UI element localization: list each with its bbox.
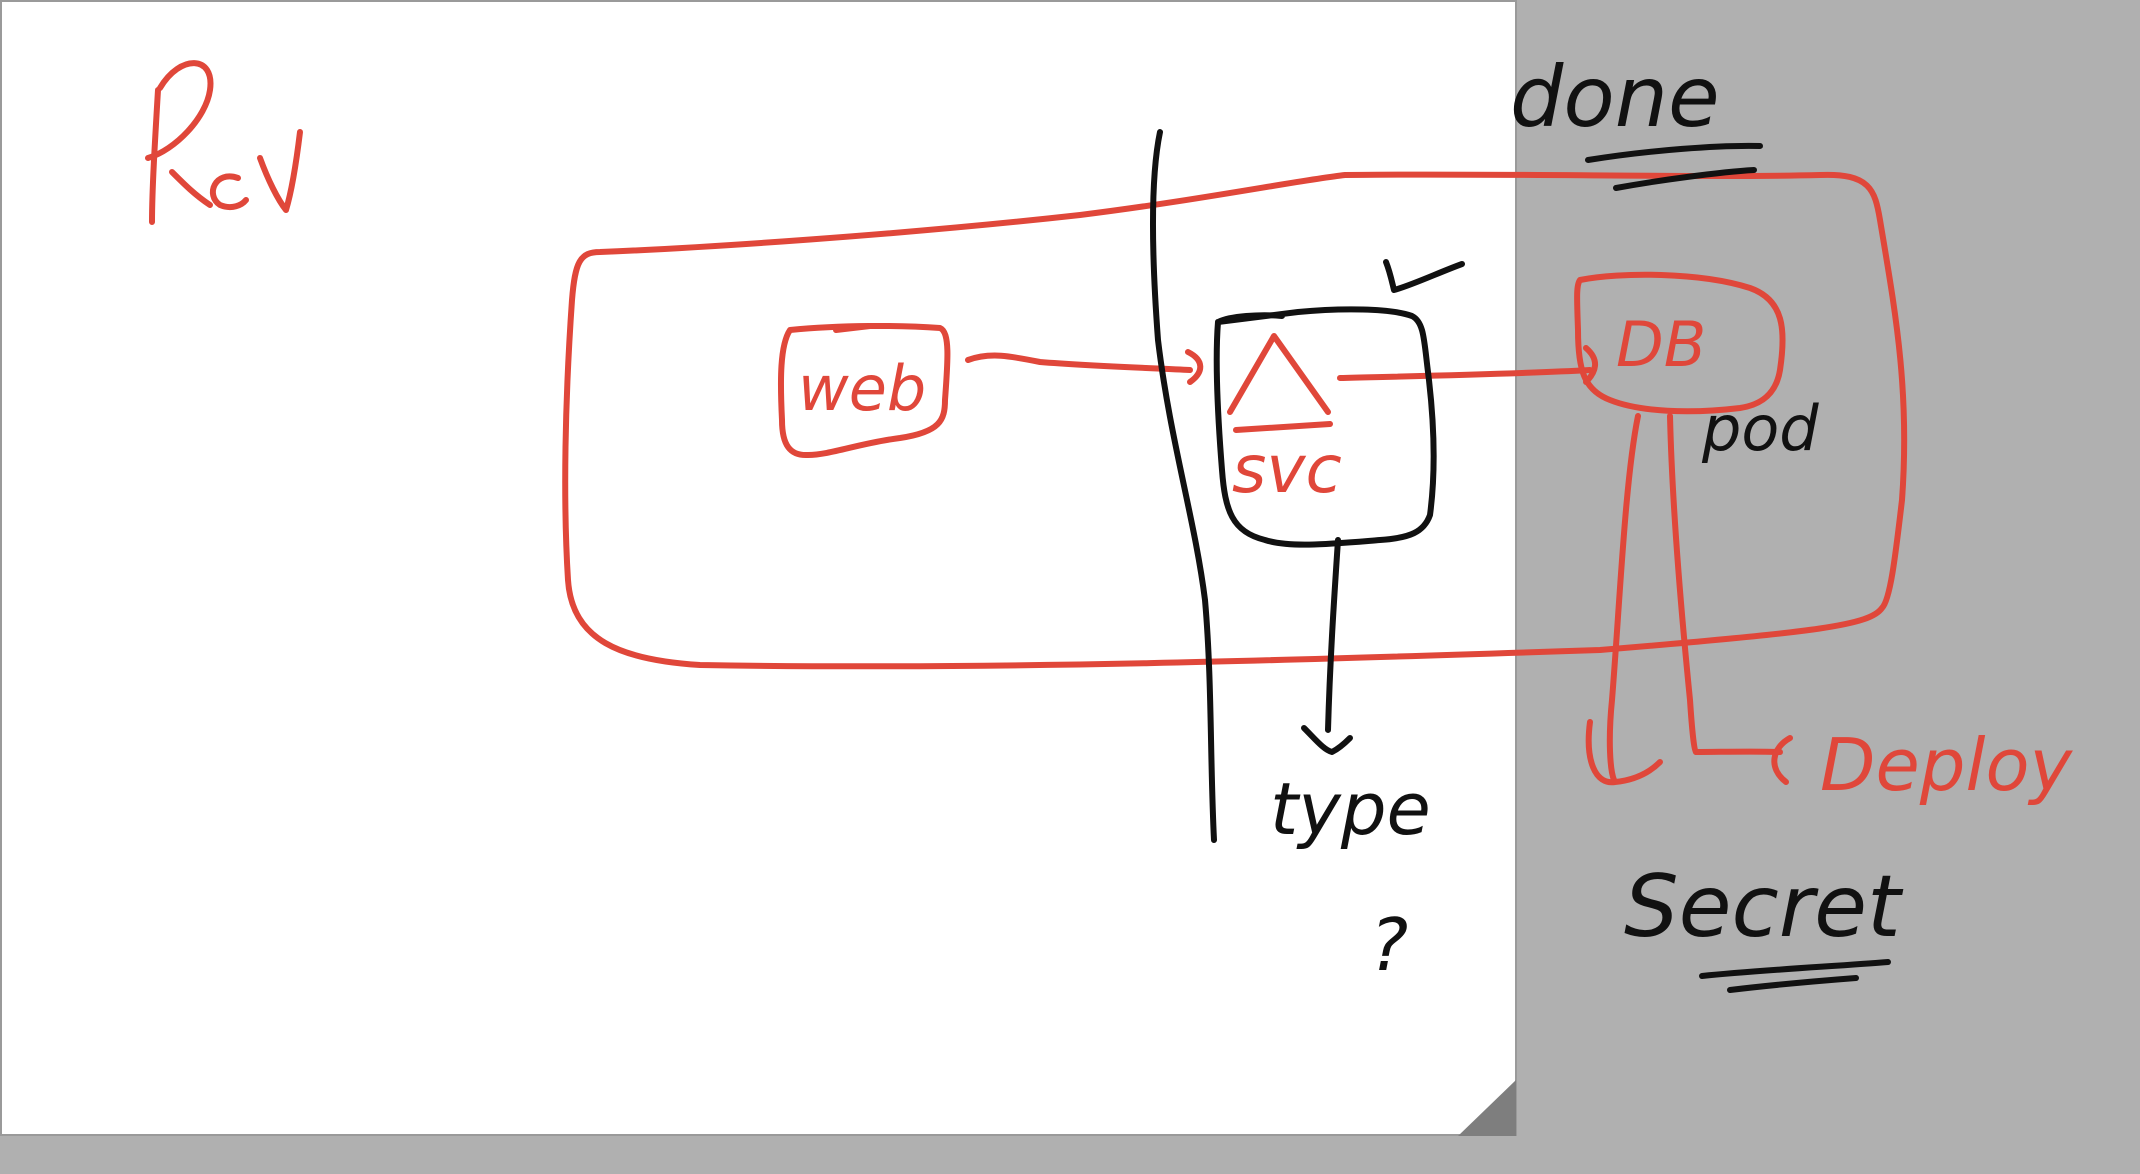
rev-stroke-R-stem [149, 87, 161, 225]
arrow-svc-to-db [1337, 367, 1593, 381]
label-question: ? [1370, 903, 1408, 987]
deploy-left-hook [1585, 719, 1663, 786]
paper-sheet [0, 0, 1516, 1136]
deploy-bracket [1771, 735, 1793, 785]
cluster-boundary [562, 171, 1908, 670]
svc-check-icon [1383, 259, 1465, 293]
label-deploy: Deploy [1820, 723, 2073, 807]
rev-stroke-v [257, 129, 303, 213]
secret-underline-1 [1699, 959, 1891, 979]
label-web: web [798, 352, 926, 425]
web-box [777, 322, 951, 459]
deploy-right-line [1667, 413, 1699, 755]
vertical-divider [1150, 129, 1217, 843]
arrow-web-to-svc [965, 352, 1193, 373]
done-underline-2 [1613, 167, 1757, 191]
label-type: type [1270, 767, 1431, 851]
paper-border [0, 0, 1517, 1136]
done-underline-1 [1585, 142, 1763, 163]
label-svc: svc [1232, 431, 1342, 508]
label-pod: pod [1701, 392, 1819, 465]
rev-stroke-R-bowl [145, 60, 214, 161]
svc-triangle [1227, 333, 1331, 415]
deploy-left-line [1606, 413, 1641, 783]
arrow-svc-to-type [1325, 537, 1341, 733]
red-ink-layer [145, 60, 1908, 786]
svc-box [1213, 306, 1437, 548]
labels-layer: web svc DB pod done type ? Deploy Secret [798, 48, 2073, 987]
label-done: done [1510, 48, 1720, 146]
page-fold-corner[interactable] [1458, 1080, 1516, 1136]
secret-underline-2 [1727, 975, 1859, 993]
rev-stroke-R-leg [169, 169, 213, 208]
label-db: DB [1616, 308, 1706, 381]
web-box-tick [833, 323, 873, 333]
svc-underline [1233, 421, 1333, 433]
label-secret: Secret [1624, 857, 1904, 957]
arrow-svc-to-type-head [1301, 725, 1353, 755]
arrow-web-to-svc-head [1185, 349, 1204, 385]
db-box [1574, 271, 1786, 415]
black-ink-layer [1150, 129, 1891, 993]
rev-stroke-e [209, 173, 249, 211]
